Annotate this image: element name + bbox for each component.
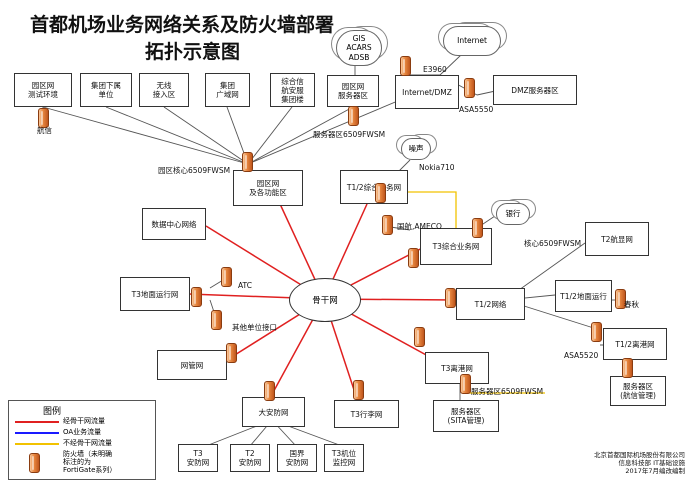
firewall-icon [226,343,237,363]
gis-cloud: GIS ACARS ADSB [336,30,382,66]
bank-cloud: 银行 [496,203,530,225]
node-border-security: 国界 安防网 [277,444,317,472]
legend-oa-line [15,432,59,434]
label-e3960: E3960 [423,65,447,74]
firewall-icon [38,108,49,128]
internet-cloud: Internet [443,26,501,56]
node-t12-ground: T1/2地面运行 [555,280,612,312]
node-internet-dmz: Internet/DMZ [395,75,459,109]
label-server-6509-b: 服务器区6509FWSM [471,387,544,396]
label-nokia710: Nokia710 [419,163,455,172]
label-hangxin: 航信 [37,126,52,135]
node-server-sita: 服务器区 (SITA管理) [433,400,499,432]
legend-core-flow: 经骨干网流量 [63,417,105,425]
node-t12-net: T1/2网络 [456,288,525,320]
legend-other-flow: 不经骨干网流量 [63,439,112,447]
legend-core-line [15,421,59,423]
node-t3-ground: T3地面运行网 [120,277,190,311]
legend-firewall-icon [29,453,40,473]
firewall-icon [460,374,471,394]
label-asa5550: ASA5550 [459,105,494,114]
firewall-icon [472,218,483,238]
node-datacenter: 数据中心网络 [142,208,206,240]
firewall-icon [375,183,386,203]
node-t3-travel: T3行李网 [334,400,399,428]
node-integrated: 综合信 航安服 集团楼 [270,73,315,107]
legend-firewall: 防火墙（未明确 标注的为 FortiGate系列） [63,450,117,475]
node-t3-departure: T3离港网 [425,352,489,384]
nokia-cloud: 噪声 [401,138,431,160]
node-server-ops: 服务器区 (航信管理) [610,376,666,406]
firewall-icon [464,78,475,98]
node-wireless: 无线 接入区 [139,73,189,107]
node-t2-security: T2 安防网 [230,444,270,472]
firewall-icon [348,106,359,126]
label-other-unit: 其他单位接口 [232,323,277,332]
node-fw-mgmt: 网管网 [157,350,227,380]
firewall-icon [400,56,411,76]
label-asa5520: ASA5520 [564,351,599,360]
firewall-icon [445,288,456,308]
label-server-6509: 服务器区6509FWSM [313,130,386,139]
label-campus-core: 园区核心6509FWSM [158,166,231,175]
legend-title: 图例 [43,407,62,417]
node-security: 大安防网 [242,397,305,427]
label-core6509: 核心6509FWSM [524,239,582,248]
firewall-icon [591,322,602,342]
firewall-icon [615,289,626,309]
node-t2-apron: T2航显网 [585,222,649,256]
page-title: 首都机场业务网络关系及防火墙部署 [30,14,335,36]
firewall-icon [211,310,222,330]
node-group-sub: 集团下属 单位 [80,73,132,107]
legend-other-line [15,443,59,445]
page-subtitle: 拓扑示意图 [145,41,241,63]
node-t12-departure: T1/2离港网 [603,328,667,360]
node-campus-test: 园区网 测试环境 [14,73,72,107]
node-campus-func: 园区网 及各功能区 [233,170,303,206]
node-t3-integrated: T3综合业务网 [420,228,492,265]
node-group-wan: 集团 广域网 [205,73,250,107]
legend-oa-flow: OA业务流量 [63,428,102,436]
firewall-icon [221,267,232,287]
node-t3-monitor: T3机位 监控网 [324,444,364,472]
label-atc: ATC [238,281,252,290]
firewall-icon [191,287,202,307]
firewall-icon [622,358,633,378]
node-core: 骨干网 [289,278,361,322]
label-ameco: 国航,AMECO [397,222,442,231]
legend: 图例 经骨干网流量 OA业务流量 不经骨干网流量 防火墙（未明确 标注的为 Fo… [8,400,156,480]
label-chunqiu: 春秋 [624,300,639,309]
firewall-icon [382,215,393,235]
firewall-icon [242,152,253,172]
node-campus-server: 园区网 服务器区 [327,75,379,107]
firewall-icon [408,248,419,268]
firewall-icon [264,381,275,401]
node-dmz-server: DMZ服务器区 [493,75,577,105]
node-t3-security: T3 安防网 [178,444,218,472]
footer-credit: 北京首都国际机场股份有限公司 信息科技部 IT基础设施 2017年7月编改编制 [594,451,685,476]
firewall-icon [414,327,425,347]
firewall-icon [353,380,364,400]
node-t12-integrated: T1/2综合业务网 [340,170,408,204]
